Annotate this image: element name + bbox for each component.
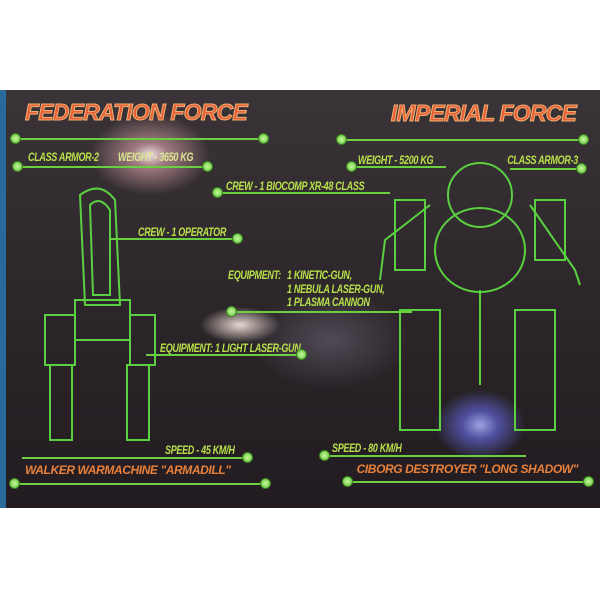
connector-dot bbox=[342, 476, 353, 487]
connector-line bbox=[146, 354, 301, 356]
connector-dot bbox=[576, 163, 587, 174]
connector-line bbox=[18, 166, 208, 168]
connector-line bbox=[350, 166, 446, 168]
connector-dot bbox=[232, 233, 243, 244]
imperial-class-armor: CLASS ARMOR-3 bbox=[507, 153, 578, 167]
federation-weight: WEIGHT - 3650 KG bbox=[118, 150, 194, 164]
federation-class-armor: CLASS ARMOR-2 bbox=[28, 150, 99, 164]
connector-dot bbox=[212, 187, 223, 198]
imperial-speed: SPEED - 80 KM/H bbox=[332, 441, 402, 455]
imperial-equipment-2: 1 NEBULA LASER-GUN, bbox=[287, 282, 385, 296]
imperial-weight: WEIGHT - 5200 KG bbox=[358, 153, 434, 167]
imperial-equipment-label: EQUIPMENT: bbox=[228, 268, 281, 282]
imperial-force-title: IMPERIAL FORCE bbox=[390, 100, 577, 127]
connector-line bbox=[326, 455, 526, 457]
connector-dot bbox=[258, 133, 269, 144]
connector-line bbox=[342, 139, 584, 141]
connector-dot bbox=[319, 450, 330, 461]
connector-dot bbox=[226, 306, 237, 317]
connector-line bbox=[348, 481, 588, 483]
federation-speed: SPEED - 45 KM/H bbox=[165, 443, 235, 457]
box-edge bbox=[0, 90, 6, 508]
federation-crew: CREW - 1 OPERATOR bbox=[138, 225, 227, 239]
walker-robot-illustration bbox=[44, 187, 156, 441]
connector-line bbox=[110, 238, 240, 240]
connector-dot bbox=[260, 478, 271, 489]
connector-dot bbox=[9, 478, 20, 489]
connector-dot bbox=[336, 134, 347, 145]
imperial-unit-name: CIBORG DESTROYER "LONG SHADOW" bbox=[356, 462, 579, 476]
connector-line bbox=[510, 168, 580, 170]
federation-equipment: EQUIPMENT: 1 LIGHT LASER-GUN bbox=[160, 341, 301, 355]
federation-force-title: FEDERATION FORCE bbox=[25, 99, 249, 126]
cyborg-robot-illustration bbox=[379, 162, 581, 431]
connector-dot bbox=[10, 133, 21, 144]
connector-line bbox=[220, 192, 390, 194]
imperial-crew: CREW - 1 BIOCOMP XR-48 CLASS bbox=[226, 179, 365, 193]
connector-dot bbox=[583, 476, 594, 487]
connector-dot bbox=[346, 161, 357, 172]
connector-line bbox=[15, 138, 263, 140]
connector-line bbox=[232, 311, 412, 313]
connector-dot bbox=[12, 161, 23, 172]
connector-dot bbox=[578, 134, 589, 145]
connector-dot bbox=[296, 349, 307, 360]
connector-dot bbox=[202, 161, 213, 172]
imperial-equipment-1: 1 KINETIC-GUN, bbox=[287, 268, 352, 282]
federation-unit-name: WALKER WARMACHINE "ARMADILL" bbox=[25, 463, 231, 477]
imperial-equipment-3: 1 PLASMA CANNON bbox=[287, 295, 370, 309]
connector-dot bbox=[242, 452, 253, 463]
connector-line bbox=[22, 457, 244, 459]
connector-line bbox=[15, 483, 265, 485]
